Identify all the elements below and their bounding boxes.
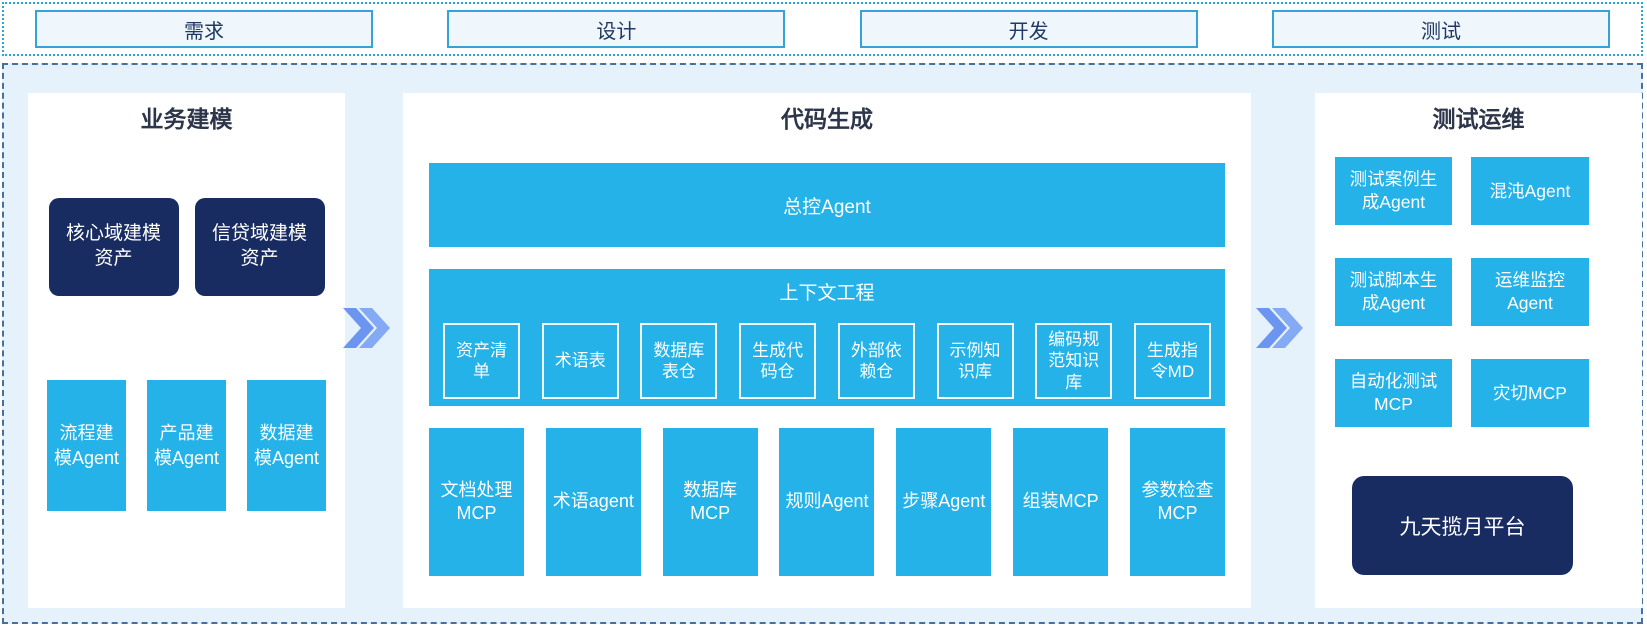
context-item-db-table-repo: 数据库表仓 [640, 323, 718, 399]
phase-box-testing: 测试 [1271, 10, 1610, 48]
phase-box-requirements: 需求 [35, 10, 373, 48]
context-engineering-title: 上下文工程 [779, 283, 875, 304]
tool-box-terminology-agent: 术语agent [545, 428, 641, 576]
context-item-generated-code-repo: 生成代码仓 [739, 323, 817, 399]
testops-box-auto-test-mcp: 自动化测试MCP [1335, 359, 1452, 427]
phase-strip: 需求 设计 开发 测试 [2, 2, 1643, 56]
double-chevron-right-icon [1256, 308, 1303, 348]
main-diagram-area: 业务建模 核心域建模资产 信贷域建模资产 流程建模Agent 产品建模Agent… [2, 63, 1643, 624]
panel-title-code-generation: 代码生成 [781, 106, 873, 132]
testops-box-testscript-gen-agent: 测试脚本生成Agent [1335, 258, 1452, 326]
phase-box-design: 设计 [447, 10, 786, 48]
platform-box-jiutian-lanyue: 九天揽月平台 [1352, 476, 1573, 575]
testops-box-testcase-gen-agent: 测试案例生成Agent [1335, 157, 1452, 225]
testops-box-chaos-agent: 混沌Agent [1471, 157, 1589, 225]
tool-box-doc-processing-mcp: 文档处理MCP [429, 428, 524, 576]
modeling-asset-row: 核心域建模资产 信贷域建模资产 [28, 198, 345, 296]
panel-business-modeling: 业务建模 核心域建模资产 信贷域建模资产 流程建模Agent 产品建模Agent… [28, 93, 345, 608]
master-agent-bar: 总控Agent [429, 163, 1225, 247]
tool-box-assembly-mcp: 组装MCP [1013, 428, 1109, 576]
asset-box-core-domain: 核心域建模资产 [48, 198, 179, 296]
code-generation-tools-row: 文档处理MCP 术语agent 数据库MCP 规则Agent 步骤Agent 组… [429, 428, 1225, 576]
context-item-external-deps-repo: 外部依赖仓 [837, 323, 915, 399]
context-item-coding-standard-kb: 编码规范知识库 [1035, 323, 1113, 399]
context-engineering-container: 上下文工程 资产清单 术语表 数据库表仓 生成代码仓 外部依赖仓 示例知识库 编… [429, 269, 1225, 406]
modeling-agent-row: 流程建模Agent 产品建模Agent 数据建模Agent [28, 380, 345, 511]
testops-box-disaster-switch-mcp: 灾切MCP [1471, 359, 1589, 427]
test-ops-grid: 测试案例生成Agent 混沌Agent 测试脚本生成Agent 运维监控Agen… [1335, 157, 1642, 427]
panel-code-generation: 代码生成 总控Agent 上下文工程 资产清单 术语表 数据库表仓 生成代码仓 … [403, 93, 1251, 608]
panel-title-test-ops: 测试运维 [1432, 106, 1525, 132]
tool-box-database-mcp: 数据库MCP [662, 428, 758, 576]
context-item-gen-instruction-md: 生成指令MD [1133, 323, 1211, 399]
agent-box-product-modeling: 产品建模Agent [147, 380, 226, 511]
agent-box-process-modeling: 流程建模Agent [47, 380, 126, 511]
context-item-glossary: 术语表 [541, 323, 619, 399]
phase-box-development: 开发 [859, 10, 1198, 48]
panel-title-business-modeling: 业务建模 [140, 106, 233, 132]
agent-box-data-modeling: 数据建模Agent [247, 380, 326, 511]
testops-box-ops-monitor-agent: 运维监控Agent [1471, 258, 1589, 326]
asset-box-credit-domain: 信贷域建模资产 [194, 198, 325, 296]
context-item-example-kb: 示例知识库 [936, 323, 1014, 399]
context-item-asset-list: 资产清单 [443, 323, 520, 399]
double-chevron-right-icon [343, 308, 390, 348]
context-engineering-items: 资产清单 术语表 数据库表仓 生成代码仓 外部依赖仓 示例知识库 编码规范知识库… [429, 323, 1225, 399]
panel-test-ops: 测试运维 测试案例生成Agent 混沌Agent 测试脚本生成Agent 运维监… [1315, 93, 1642, 608]
tool-box-param-check-mcp: 参数检查MCP [1129, 428, 1225, 576]
tool-box-rule-agent: 规则Agent [779, 428, 875, 576]
tool-box-step-agent: 步骤Agent [896, 428, 992, 576]
